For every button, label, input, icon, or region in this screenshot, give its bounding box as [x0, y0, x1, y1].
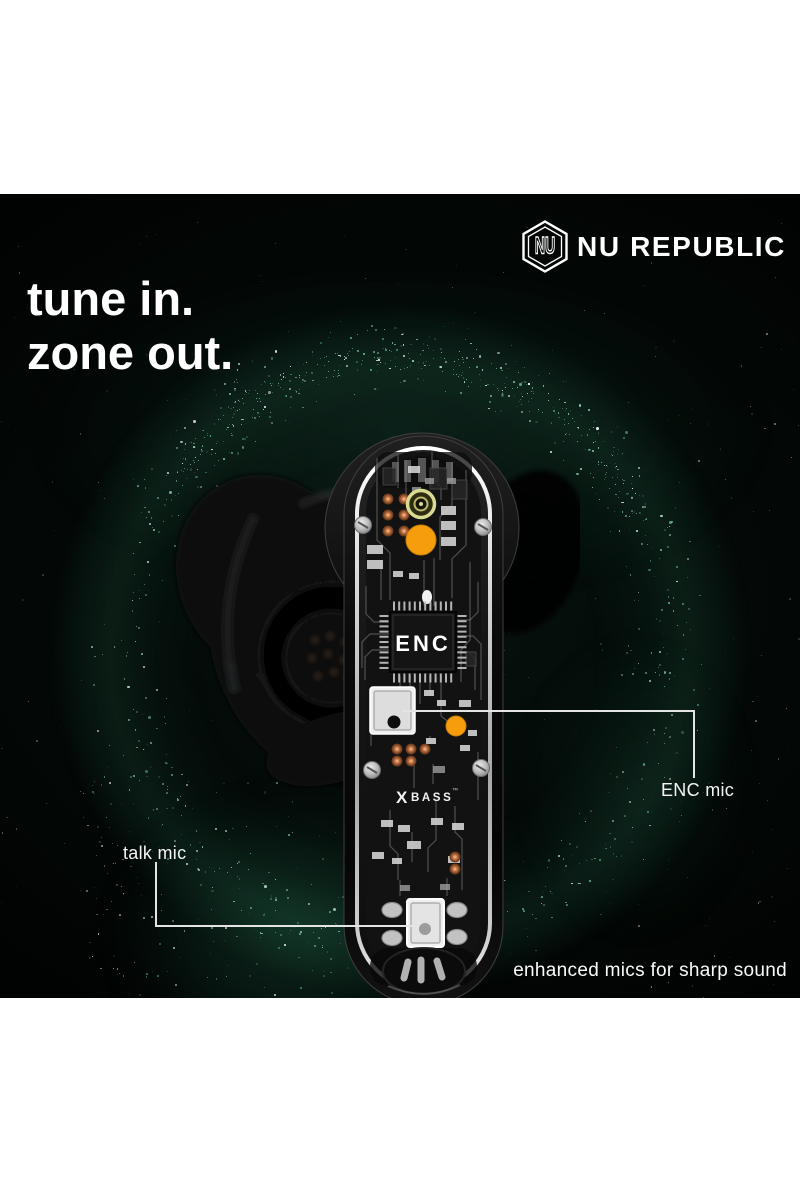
- talk-mic-callout-line-horizontal: [155, 925, 413, 927]
- smd-components: [367, 466, 477, 891]
- talk-mic-component: [381, 898, 468, 948]
- main-earbud: ENC X BASS ™: [324, 432, 520, 998]
- talk-mic-callout-line-vertical: [155, 862, 157, 926]
- speaker-grille: [370, 947, 477, 995]
- enc-mic-callout-line-horizontal: [402, 710, 695, 712]
- headline-line-1: tune in.: [27, 272, 195, 325]
- nu-republic-hex-icon: NU: [522, 220, 568, 273]
- orange-dot-large: [405, 524, 437, 556]
- orange-dot-small: [445, 715, 467, 737]
- board-logo: X BASS ™: [396, 787, 458, 807]
- enc-mic-callout-line-vertical: [693, 710, 695, 778]
- brand-wordmark: NU REPUBLIC: [577, 230, 786, 262]
- board-logo-text: BASS: [411, 792, 453, 804]
- logo-monogram: NU: [535, 233, 555, 260]
- ad-canvas: NU NU REPUBLIC tune in. zone out.: [0, 194, 800, 998]
- enc-chip: ENC: [379, 601, 467, 683]
- enc-mic-component: [369, 686, 416, 735]
- board-logo-x: X: [396, 788, 408, 807]
- gold-screw: [405, 488, 437, 520]
- headline-line-2: zone out.: [27, 325, 234, 379]
- tagline: enhanced mics for sharp sound: [513, 960, 787, 981]
- white-oval-component: [422, 590, 432, 604]
- earbud-illustration: ENC X BASS ™: [175, 432, 580, 998]
- talk-mic-label: talk mic: [123, 843, 187, 863]
- brand-logo: NU NU REPUBLIC: [522, 220, 786, 273]
- enc-mic-label: ENC mic: [661, 780, 735, 800]
- chip-label: ENC: [395, 631, 450, 656]
- board-logo-tm: ™: [452, 787, 458, 794]
- headline: tune in. zone out.: [27, 272, 233, 379]
